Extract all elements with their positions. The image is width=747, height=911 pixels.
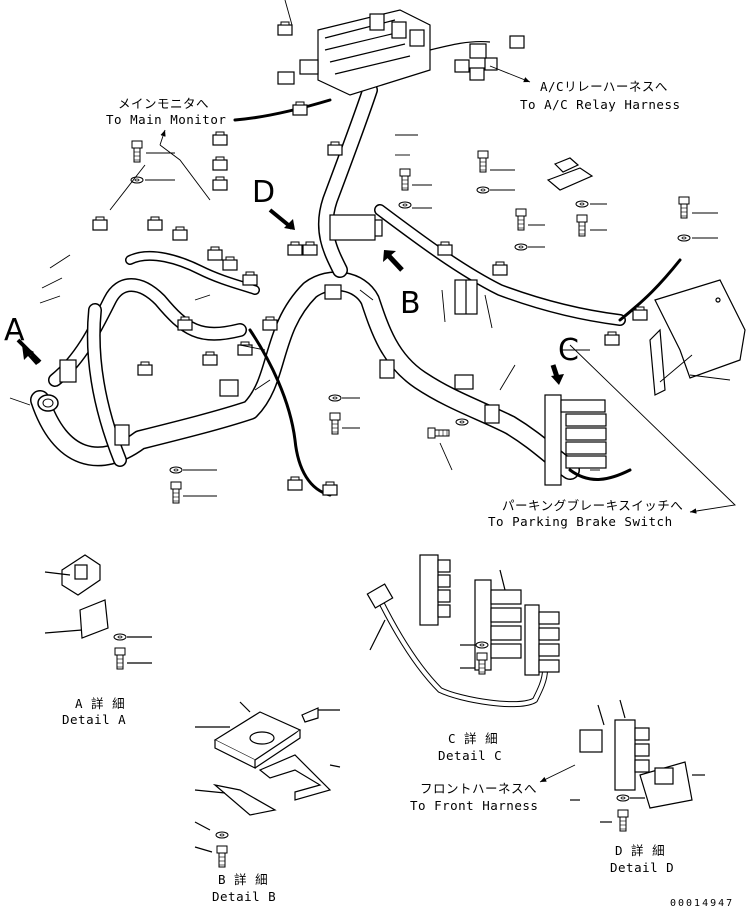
ac-relay-connectors xyxy=(429,35,525,81)
view-marker-a: A xyxy=(4,313,25,348)
view-marker-b: B xyxy=(400,286,421,321)
parking-brake-leader xyxy=(560,344,736,514)
detail-d-drawing xyxy=(570,699,705,832)
view-marker-d: D xyxy=(252,175,275,210)
view-arrow-a xyxy=(16,338,42,365)
detail-c-drawing xyxy=(366,554,560,708)
view-arrow-b xyxy=(383,250,404,272)
main-monitor-label-en: To Main Monitor xyxy=(106,112,226,127)
detail-c-title-en: Detail C xyxy=(438,748,502,763)
detail-a-title-en: Detail A xyxy=(62,712,126,727)
front-harness-arrow xyxy=(539,764,576,783)
fuse-relay-block xyxy=(277,9,431,96)
detail-a-title-jp: A 詳 細 xyxy=(75,696,125,711)
main-monitor-label-jp: メインモニタへ xyxy=(118,96,209,111)
parking-brake-bracket xyxy=(544,394,607,486)
ac-relay-label-en: To A/C Relay Harness xyxy=(520,97,681,112)
connector-block-b xyxy=(454,279,478,315)
harness-clamps xyxy=(59,214,500,446)
ac-relay-label-jp: A/Cリレーハーネスへ xyxy=(540,79,668,94)
detail-b-title-jp: B 詳 細 xyxy=(218,872,268,887)
parking-brake-label-jp: パーキングブレーキスイッチへ xyxy=(502,498,683,513)
view-arrow-c xyxy=(550,364,564,385)
view-marker-c: C xyxy=(558,333,579,368)
main-monitor-callout-lines xyxy=(109,129,211,211)
detail-c-title-jp: C 詳 細 xyxy=(448,731,498,746)
drawing-number: 00014947 xyxy=(670,898,734,909)
mounting-bracket-right xyxy=(649,279,746,396)
ac-relay-arrow xyxy=(489,65,531,83)
harness-end-cap xyxy=(37,394,59,412)
view-arrow-d xyxy=(268,208,295,230)
detail-a-drawing xyxy=(44,554,152,670)
detail-d-title-jp: D 詳 細 xyxy=(615,843,665,858)
leader-lines xyxy=(9,0,731,497)
front-harness-label-jp: フロントハーネスへ xyxy=(420,781,537,796)
parking-brake-label-en: To Parking Brake Switch xyxy=(488,514,673,529)
detail-b-title-en: Detail B xyxy=(212,889,276,904)
detail-d-title-en: Detail D xyxy=(610,860,674,875)
detail-b-drawing xyxy=(194,701,341,868)
front-harness-label-en: To Front Harness xyxy=(410,798,538,813)
top-right-clips xyxy=(546,157,594,191)
